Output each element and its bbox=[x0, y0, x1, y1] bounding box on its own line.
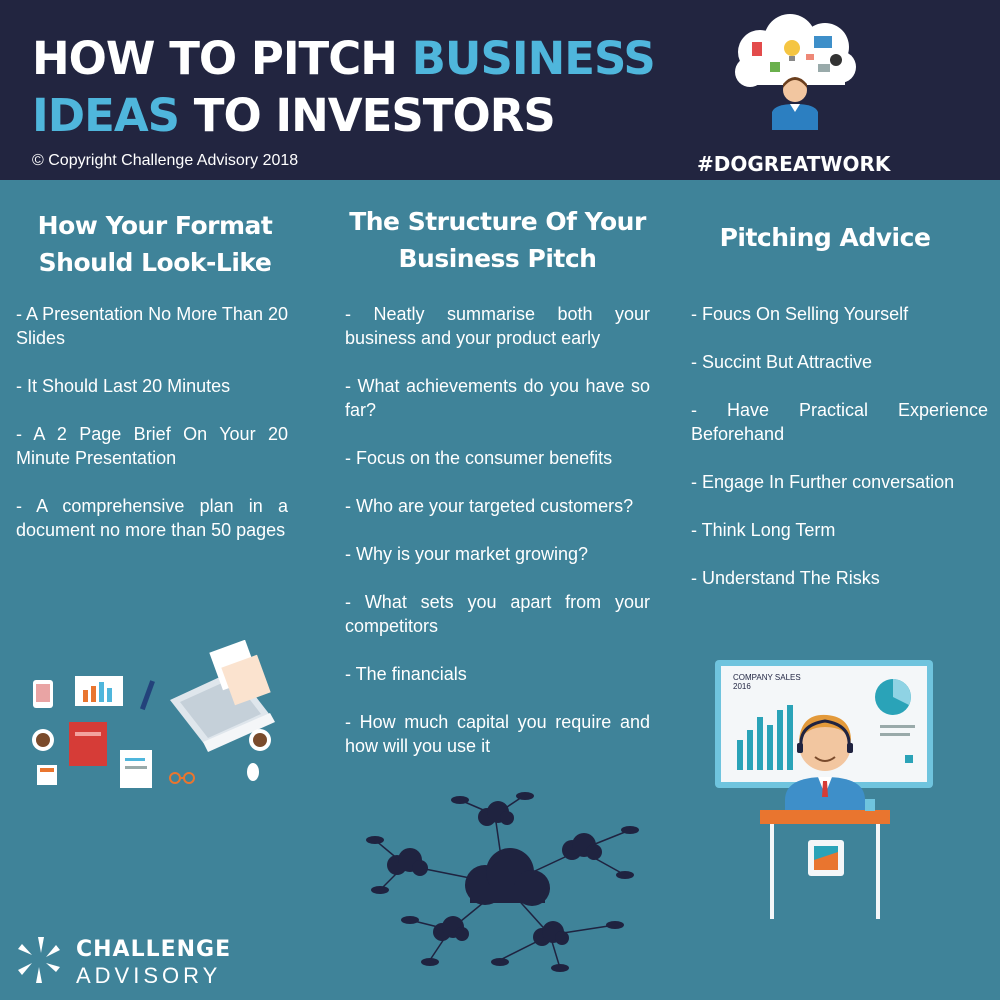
list-item: - What achievements do you have so far? bbox=[345, 376, 650, 420]
title-accent-1: BUSINESS bbox=[411, 32, 656, 85]
podium-icon bbox=[760, 810, 890, 919]
presenter-illustration: COMPANY SALES 2016 bbox=[715, 660, 933, 919]
screen-title: COMPANY SALES bbox=[733, 673, 801, 682]
monitor-icon bbox=[814, 36, 832, 48]
list-item: - Engage In Further conversation bbox=[691, 472, 955, 492]
title-accent-2: IDEAS bbox=[32, 89, 180, 142]
cloud-icon bbox=[491, 958, 509, 966]
list-item: - Think Long Term bbox=[691, 520, 836, 540]
list-item: - Understand The Risks bbox=[691, 568, 880, 588]
title-part-2: TO INVESTORS bbox=[179, 89, 556, 142]
advice-list: - Foucs On Selling Yourself - Succint Bu… bbox=[691, 302, 988, 614]
ball-icon bbox=[830, 54, 842, 66]
screen-year: 2016 bbox=[733, 682, 751, 691]
list-item: - A comprehensive plan in a document no … bbox=[16, 496, 288, 540]
list-item: - Succint But Attractive bbox=[691, 352, 873, 372]
cloud-icon bbox=[516, 792, 534, 800]
phone-icon bbox=[752, 42, 762, 56]
copyright-notice: © Copyright Challenge Advisory 2018 bbox=[32, 152, 299, 169]
list-item: - A 2 Page Brief On Your 20 Minute Prese… bbox=[16, 424, 288, 468]
main-cloud-icon bbox=[465, 848, 550, 906]
cloud-icon bbox=[387, 848, 428, 876]
cup-icon bbox=[865, 799, 875, 811]
mouse-icon bbox=[247, 763, 259, 781]
list-item: - A Presentation No More Than 20 Slides bbox=[16, 304, 288, 348]
cloud-icon bbox=[366, 836, 384, 844]
phone-icon bbox=[33, 680, 53, 708]
structure-list: - Neatly summarise both your business an… bbox=[345, 302, 650, 782]
format-list: - A Presentation No More Than 20 Slides … bbox=[16, 302, 288, 566]
list-item: - Who are your targeted customers? bbox=[345, 496, 634, 516]
list-item: - Neatly summarise both your business an… bbox=[345, 304, 650, 348]
idea-bulb-icon bbox=[784, 40, 800, 61]
coffee-cup-icon bbox=[32, 729, 54, 751]
list-item: - The financials bbox=[345, 664, 467, 684]
glasses-icon bbox=[169, 772, 195, 784]
brand-logo: CHALLENGE ADVISORY bbox=[16, 935, 246, 990]
cloud-icon bbox=[478, 801, 514, 826]
hashtag: #DOGREATWORK bbox=[697, 152, 891, 176]
format-column-title: How Your Format Should Look-Like bbox=[37, 211, 273, 277]
advice-column-title: Pitching Advice bbox=[719, 223, 931, 252]
cloud-icon bbox=[551, 964, 569, 972]
coffee-cup-icon bbox=[249, 729, 271, 751]
cloud-network-illustration bbox=[366, 792, 639, 972]
document-icon bbox=[818, 64, 830, 72]
note-icon bbox=[806, 54, 814, 60]
cloud-icon bbox=[606, 921, 624, 929]
papers-icon bbox=[209, 640, 271, 706]
cloud-icon bbox=[533, 921, 569, 946]
list-item: - Have Practical Experience Beforehand bbox=[691, 400, 988, 444]
challenge-advisory-logo-icon bbox=[18, 937, 60, 983]
list-item: - Foucs On Selling Yourself bbox=[691, 304, 909, 324]
presenter-person-icon bbox=[785, 714, 865, 815]
cloud-icon bbox=[616, 871, 634, 879]
structure-column-title: The Structure Of Your Business Pitch bbox=[349, 207, 646, 273]
page-title: HOW TO PITCH BUSINESS IDEAS TO INVESTORS bbox=[32, 30, 712, 144]
list-item: - How much capital you require and how w… bbox=[345, 712, 650, 756]
plant-icon bbox=[770, 62, 780, 72]
logo-text-challenge: CHALLENGE bbox=[76, 937, 232, 962]
logo-text-advisory: ADVISORY bbox=[76, 963, 222, 988]
cloud-icon bbox=[562, 833, 602, 860]
thinking-person-illustration bbox=[735, 14, 856, 130]
cloud-icon bbox=[421, 958, 439, 966]
person-icon bbox=[772, 77, 818, 130]
cloud-icon bbox=[371, 886, 389, 894]
bar-chart-icon bbox=[75, 676, 123, 706]
cloud-icon bbox=[401, 916, 419, 924]
title-part-1: HOW TO PITCH bbox=[32, 32, 412, 85]
cloud-icon bbox=[621, 826, 639, 834]
cloud-icon bbox=[433, 916, 469, 941]
list-item: - What sets you apart from your competit… bbox=[345, 592, 650, 636]
document-icon bbox=[120, 750, 152, 788]
notebook-icon bbox=[69, 722, 107, 766]
calculator-icon bbox=[37, 765, 57, 785]
desk-workspace-illustration bbox=[32, 640, 275, 788]
list-item: - Why is your market growing? bbox=[345, 544, 589, 564]
list-item: - Focus on the consumer benefits bbox=[345, 448, 613, 468]
cloud-icon bbox=[451, 796, 469, 804]
pen-icon bbox=[139, 680, 155, 711]
list-item: - It Should Last 20 Minutes bbox=[16, 376, 231, 396]
